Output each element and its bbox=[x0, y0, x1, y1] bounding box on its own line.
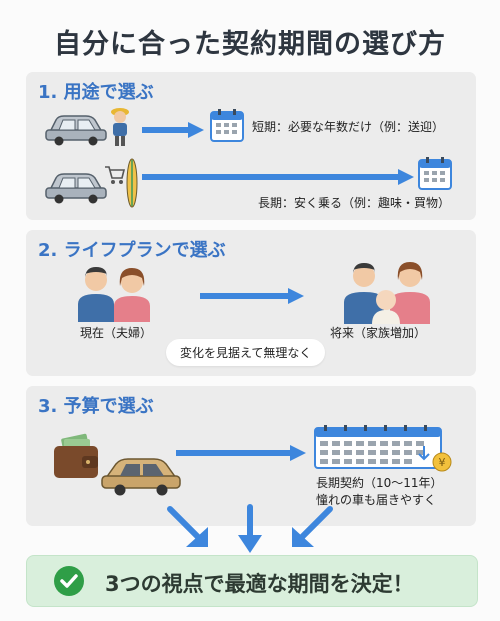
check-circle-icon bbox=[54, 566, 84, 596]
shopping-cart-icon bbox=[105, 166, 126, 184]
car-icon bbox=[45, 115, 107, 146]
long-term-label: 長期：安く乗る（例：趣味・買物） bbox=[258, 196, 451, 210]
dream-car-label: 憧れの車も届きやすく bbox=[316, 493, 437, 507]
section-usage: 1. 用途で選ぶ 短期：必要な年数だけ（例：送迎） bbox=[26, 72, 476, 220]
conclusion-text: 3つの視点で最適な期間を決定！ bbox=[105, 572, 414, 596]
wallet-icon bbox=[54, 433, 98, 478]
section-lifeplan: 2. ライフプランで選ぶ 現在（夫婦） 将来（家族増加） 変化を見据えて無理なく bbox=[26, 230, 476, 376]
svg-text:¥: ¥ bbox=[439, 456, 446, 469]
future-label: 将来（家族増加） bbox=[330, 326, 427, 340]
short-term-label: 短期：必要な年数だけ（例：送迎） bbox=[252, 120, 445, 134]
conclusion-banner: 3つの視点で最適な期間を決定！ bbox=[26, 555, 478, 607]
note-bubble: 変化を見据えて無理なく bbox=[166, 339, 326, 366]
long-calendar-icon: ¥ bbox=[314, 425, 452, 472]
calendar-icon bbox=[210, 109, 244, 142]
car-icon bbox=[45, 173, 107, 204]
luxury-car-icon bbox=[101, 458, 181, 496]
arrow-right-icon bbox=[176, 445, 306, 461]
section-budget: 3. 予算で選ぶ ¥ 長期契約（10～11年） 憧れの車も届きやすく bbox=[26, 386, 476, 526]
section-usage-heading: 1. 用途で選ぶ bbox=[38, 82, 154, 103]
page-title: 自分に合った契約期間の選び方 bbox=[54, 29, 446, 60]
arrow-right-icon bbox=[200, 288, 304, 304]
calendar-icon bbox=[418, 157, 452, 190]
surfboard-icon bbox=[126, 158, 138, 208]
converge-arrows-icon bbox=[167, 504, 333, 553]
section-lifeplan-heading: 2. ライフプランで選ぶ bbox=[38, 240, 226, 261]
long-arrow-right-icon bbox=[142, 169, 414, 185]
current-label: 現在（夫婦） bbox=[80, 326, 153, 340]
arrow-right-icon bbox=[142, 122, 204, 138]
family-icon bbox=[344, 262, 430, 324]
child-person-icon bbox=[111, 108, 129, 146]
couple-icon bbox=[78, 267, 150, 322]
section-budget-heading: 3. 予算で選ぶ bbox=[38, 396, 154, 417]
long-contract-label: 長期契約（10～11年） bbox=[316, 476, 443, 490]
